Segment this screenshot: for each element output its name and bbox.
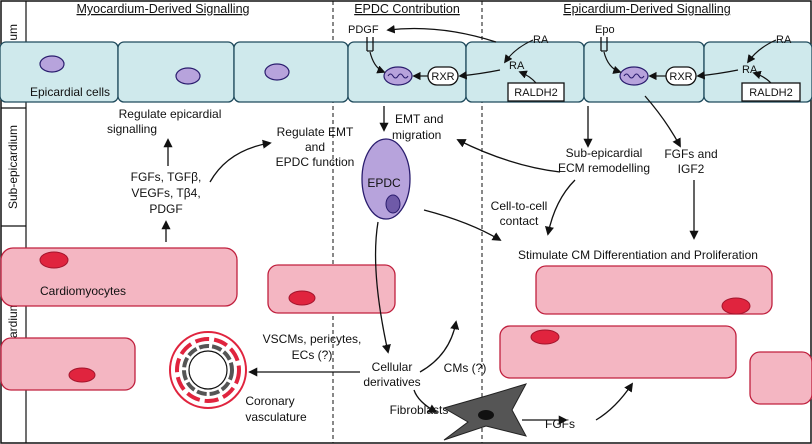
receptor-icon [600, 37, 608, 52]
ra-top-label: RA [533, 34, 549, 46]
growth-factors-text-2: VEGFs, Tβ4, [131, 186, 200, 200]
ecm-remodelling-text-2: ECM remodelling [558, 161, 650, 175]
regulate-emt-text: Regulate EMT [277, 125, 354, 139]
epicardial-nucleus [39, 55, 65, 73]
epicardial-nucleus [175, 67, 201, 85]
header-myocardium-signalling: Myocardium-Derived Signalling [77, 2, 250, 16]
cell-contact-text: Cell-to-cell [491, 199, 548, 213]
nucleus-to-fgf-arrow [644, 95, 681, 148]
epicardial-cell [233, 41, 349, 103]
rxr-label: RXR [669, 71, 692, 83]
ra-to-rxr-arrow [458, 69, 501, 80]
derivatives-to-cm-arrow [419, 320, 460, 373]
ra-top-label: RA [776, 34, 792, 46]
cardiomyocyte-nucleus [39, 251, 69, 269]
cardiomyocyte-cell [749, 351, 812, 405]
epo-signal-arrow [603, 51, 622, 74]
raldh2-label: RALDH2 [514, 87, 557, 99]
fibroblast-nucleus [478, 410, 494, 420]
dna-icon [387, 73, 409, 79]
regulate-emt-text-2: and [305, 140, 325, 154]
ra-inner-label: RA [742, 64, 758, 76]
cell-contact-text-2: contact [500, 214, 539, 228]
fgfs-to-cm-arrow [595, 382, 634, 421]
epicardial-cell [117, 41, 235, 103]
fgf-igf-text: FGFs and [664, 147, 717, 161]
fibroblasts-label: Fibroblasts [390, 403, 449, 417]
ra-to-rxr-arrow [696, 69, 739, 80]
ecm-to-stimulate-arrow [545, 179, 576, 236]
growth-factors-text-3: PDGF [149, 202, 182, 216]
regulate-emt-text-3: EPDC function [276, 155, 355, 169]
regulate-epicardial-text: Regulate epicardial [119, 107, 222, 121]
ra-inner-label: RA [509, 60, 525, 72]
raldh2-to-ra-arrow [518, 70, 537, 84]
fgf-igf-text-2: IGF2 [678, 162, 705, 176]
layer-label-sub-epicardium: Sub-epicardium [6, 125, 20, 209]
raldh2-label: RALDH2 [749, 87, 792, 99]
cms-label: CMs (?) [444, 361, 487, 375]
raldh2-to-ra-arrow [752, 70, 772, 84]
epdc-to-derivatives-arrow [374, 221, 391, 354]
pdgf-signal-arrow [369, 51, 386, 74]
receptor-icon [366, 37, 374, 52]
cardiomyocyte-cell [535, 265, 773, 315]
emt-migration-text-2: migration [392, 128, 441, 142]
header-epdc-contribution: EPDC Contribution [354, 2, 460, 16]
cardiomyocyte-nucleus [288, 290, 316, 306]
epo-label: Epo [595, 24, 615, 36]
factors-to-emt-arrow [209, 139, 272, 183]
cardiomyocyte-nucleus [721, 297, 751, 315]
stimulate-cm-text: Stimulate CM Differentiation and Prolife… [518, 248, 758, 262]
coronary-label: Coronary [245, 394, 294, 408]
pdgf-label: PDGF [348, 24, 379, 36]
fgfs-label: FGFs [545, 417, 575, 431]
cardiomyocytes-label: Cardiomyocytes [40, 284, 126, 298]
growth-factors-text: FGFs, TGFβ, [131, 170, 202, 184]
rxr-label: RXR [431, 71, 454, 83]
epdc-label: EPDC [367, 176, 401, 190]
epicardial-nucleus [264, 63, 290, 81]
dna-icon [623, 73, 645, 79]
cardiomyocyte-nucleus [530, 329, 560, 345]
pdgf-release-arrow [386, 25, 497, 43]
coronary-vessel-icon [169, 331, 247, 409]
vscm-label-2: ECs (?) [292, 348, 333, 362]
header-epicardium-signalling: Epicardium-Derived Signalling [563, 2, 730, 16]
ra-entry-arrow [504, 39, 534, 64]
regulate-epicardial-text-2: signalling [107, 122, 157, 136]
epicardial-cell-row [0, 41, 812, 103]
vessel-lumen [188, 350, 228, 390]
ecm-remodelling-text: Sub-epicardial [566, 146, 643, 160]
ecm-to-epdc-arrow [456, 139, 561, 173]
coronary-label-2: vasculature [245, 410, 307, 424]
derivatives-to-fibroblast-arrow [413, 389, 438, 413]
emt-migration-text: EMT and [395, 112, 443, 126]
cellular-derivatives-label-2: derivatives [363, 375, 420, 389]
vscm-label: VSCMs, pericytes, [263, 332, 362, 346]
cardiomyocyte-cell [0, 337, 136, 391]
cellular-derivatives-label: Cellular [372, 360, 413, 374]
epicardial-cells-label: Epicardial cells [30, 85, 110, 99]
epdc-nucleus [385, 194, 401, 214]
ra-entry-arrow [747, 39, 777, 64]
cardiomyocyte-nucleus [68, 367, 96, 383]
epdc-contact-arrow [423, 209, 502, 241]
